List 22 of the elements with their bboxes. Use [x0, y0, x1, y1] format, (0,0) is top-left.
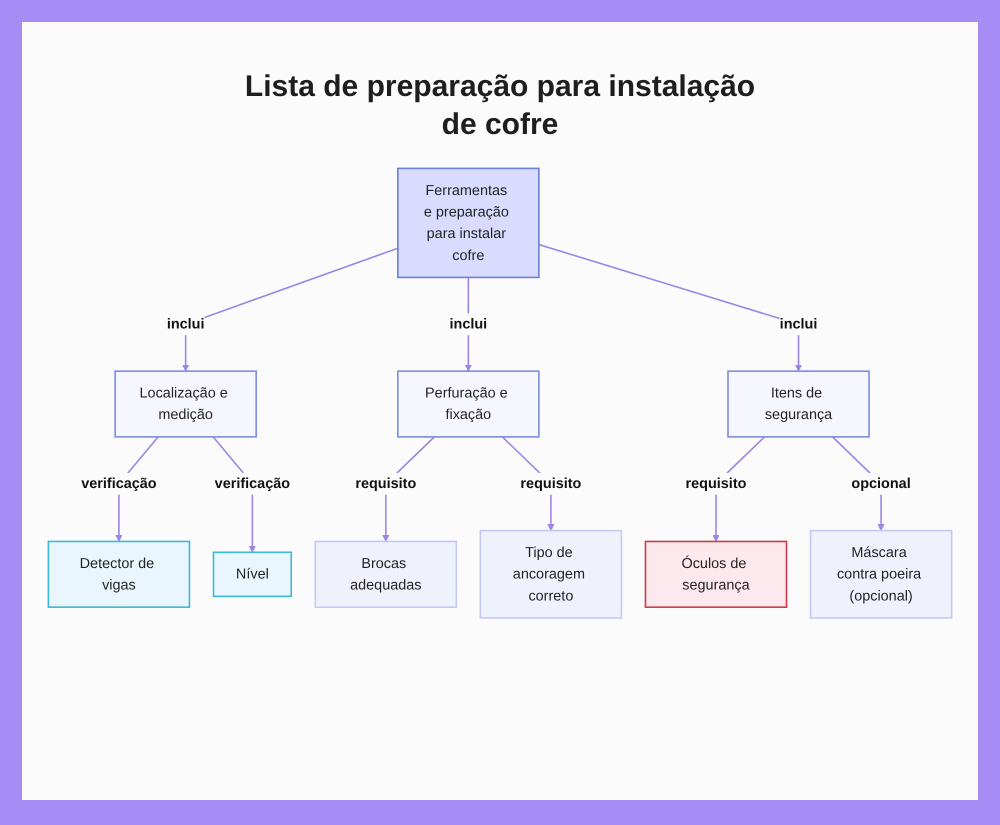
edge-label: verificação: [81, 475, 157, 492]
edge-label: requisito: [355, 475, 416, 492]
node-box: Óculos de segurança: [644, 540, 788, 608]
node-box: Ferramentas e preparação para instalar cofre: [397, 168, 540, 278]
arrow: [182, 247, 398, 372]
node-box: Brocas adequadas: [314, 540, 458, 608]
node-box: Tipo de ancoragem correto: [480, 530, 622, 619]
edge-label: verificação: [214, 475, 290, 492]
edge-label: inclui: [450, 316, 488, 332]
edge-label: inclui: [166, 316, 204, 332]
node-box: Perfuração e fixação: [397, 370, 540, 438]
diagram-title: Lista de preparação para instalação de cofre: [244, 69, 756, 143]
edge-label: inclui: [780, 316, 818, 332]
node-box: Localização e medição: [114, 370, 257, 438]
node-box: Nível: [212, 551, 292, 598]
node-box: Itens de segurança: [727, 370, 870, 438]
node-box: Máscara contra poeira (opcional): [810, 530, 952, 619]
arrow: [538, 244, 802, 372]
node-box: Detector de vigas: [48, 540, 190, 608]
edge-label: requisito: [686, 475, 746, 492]
edge-label: requisito: [520, 475, 582, 492]
edge-label: opcional: [851, 475, 911, 492]
